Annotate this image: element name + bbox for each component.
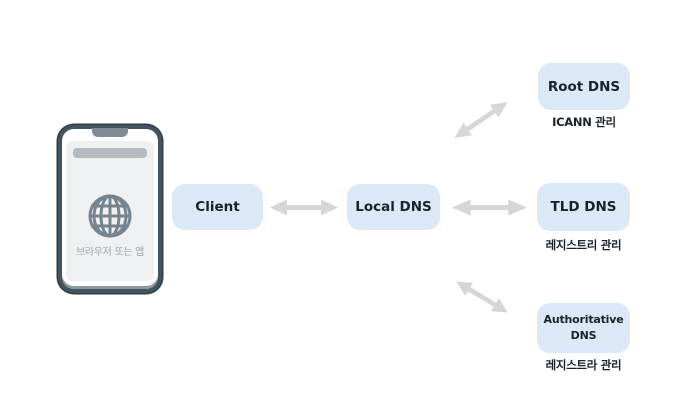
node-client: Client	[172, 184, 263, 230]
node-client-label: Client	[195, 199, 240, 215]
node-local-dns-label: Local DNS	[355, 199, 432, 215]
phone-address-bar	[73, 148, 147, 158]
node-authoritative-dns: Authoritative DNS	[537, 303, 630, 353]
arrow-localdns-authoritativedns-icon	[456, 281, 508, 313]
globe-icon	[88, 194, 132, 238]
node-root-dns: Root DNS	[538, 63, 630, 110]
smartphone-illustration: 브라우저 또는 앱	[58, 125, 162, 293]
node-root-dns-label: Root DNS	[547, 78, 621, 95]
arrow-localdns-rootdns-icon	[454, 102, 508, 138]
phone-caption: 브라우저 또는 앱	[75, 247, 145, 258]
authoritative-dns-sublabel: 레지스트라 관리	[545, 358, 622, 372]
root-dns-sublabel: ICANN 관리	[552, 115, 616, 129]
node-tld-dns-label: TLD DNS	[550, 199, 617, 215]
tld-dns-sublabel: 레지스트리 관리	[545, 238, 622, 252]
node-authoritative-dns-label: Authoritative DNS	[543, 313, 624, 342]
arrow-client-localdns-icon	[270, 199, 338, 216]
phone-screen: 브라우저 또는 앱	[66, 141, 154, 281]
node-tld-dns: TLD DNS	[537, 183, 630, 231]
arrow-localdns-tlddns-icon	[452, 199, 527, 216]
node-local-dns: Local DNS	[347, 184, 440, 230]
phone-notch	[92, 128, 128, 137]
